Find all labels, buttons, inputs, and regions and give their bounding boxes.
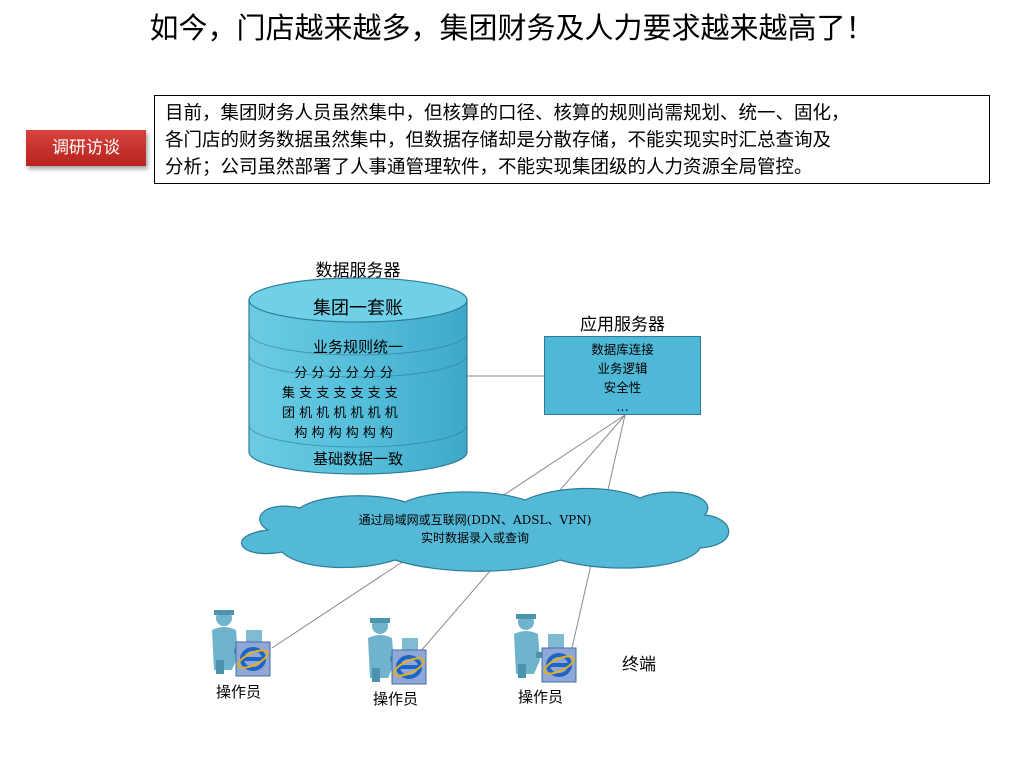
app-server-title: 应用服务器	[580, 315, 665, 335]
network-cloud	[241, 487, 730, 572]
operator-label: 操作员	[373, 690, 419, 708]
app-server-line: 数据库连接	[591, 342, 654, 357]
branch-row: 集 支 支 支 支 支 支	[282, 386, 398, 401]
branch-row: 构 构 构 构 构 构	[282, 426, 394, 441]
browser-icon	[391, 649, 427, 685]
data-server-middle-label: 业务规则统一	[312, 338, 403, 356]
survey-tag: 调研访谈	[26, 130, 146, 166]
app-server-line: 安全性	[603, 380, 642, 395]
terminal-label: 终端	[622, 655, 656, 675]
database-cylinder	[248, 277, 468, 475]
data-server-title: 数据服务器	[315, 261, 401, 281]
slide-title: 如今，门店越来越多，集团财务及人力要求越来越高了！	[149, 11, 875, 45]
browser-icon	[235, 641, 271, 677]
description-line: 目前，集团财务人员虽然集中，但核算的口径、核算的规则尚需规划、统一、固化，	[165, 103, 850, 124]
app-server-line: 业务逻辑	[597, 361, 648, 376]
app-server-line: …	[616, 399, 629, 414]
branch-grid: 分 分 分 分 分 分 集 支 支 支 支 支 支 团 机 机 机 机 机 机 …	[282, 364, 424, 444]
branch-row: 分 分 分 分 分 分	[282, 366, 394, 381]
branch-row: 团 机 机 机 机 机 机	[282, 406, 398, 421]
browser-icon	[541, 647, 577, 683]
description-line: 各门店的财务数据虽然集中，但数据存储却是分散存储，不能实现实时汇总查询及	[165, 130, 832, 151]
description-line: 分析；公司虽然部署了人事通管理软件，不能实现集团级的人力资源全局管控。	[165, 157, 813, 178]
description-box: 目前，集团财务人员虽然集中，但核算的口径、核算的规则尚需规划、统一、固化， 各门…	[154, 95, 990, 184]
operator-label: 操作员	[216, 683, 262, 701]
data-server-top-label: 集团一套账	[313, 298, 403, 319]
operator-label: 操作员	[518, 688, 564, 706]
network-line-1: 通过局域网或互联网(DDN、ADSL、VPN)	[358, 513, 592, 527]
network-line-2: 实时数据录入或查询	[420, 531, 529, 545]
app-server-box: 数据库连接 业务逻辑 安全性 …	[544, 336, 701, 415]
data-server-bottom-label: 基础数据一致	[312, 450, 403, 468]
network-cloud-text: 通过局域网或互联网(DDN、ADSL、VPN) 实时数据录入或查询	[290, 511, 660, 547]
